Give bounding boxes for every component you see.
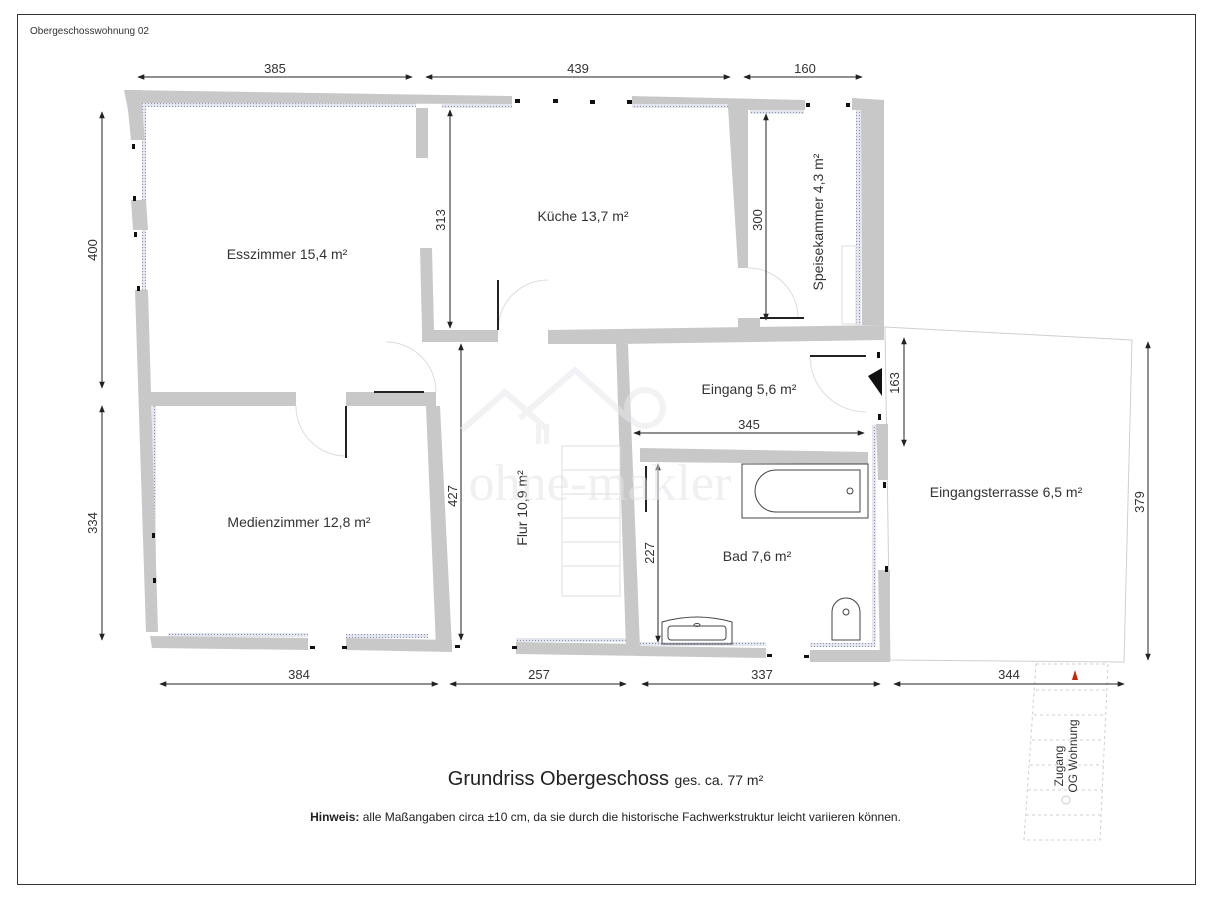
- dim-top-385: 385: [264, 61, 286, 76]
- dim-kueche-313: 313: [433, 209, 448, 231]
- windows: [132, 99, 888, 658]
- plan-note: Hinweis: alle Maßangaben circa ±10 cm, d…: [0, 810, 1211, 824]
- note-text: alle Maßangaben circa ±10 cm, da sie dur…: [359, 810, 901, 824]
- dim-bottom-337: 337: [751, 667, 773, 682]
- caption-total-area: ges. ca. 77 m²: [674, 772, 764, 788]
- dim-flur-427: 427: [445, 485, 460, 507]
- washbasin-icon: [661, 616, 733, 645]
- room-kueche: Küche 13,7 m²: [537, 208, 628, 224]
- dim-top-160: 160: [794, 61, 816, 76]
- dim-terrasse-379: 379: [1132, 491, 1147, 513]
- access-marker-icon: [1072, 670, 1078, 680]
- watermark-logo: ohne-makler: [460, 365, 732, 512]
- room-bad: Bad 7,6 m²: [723, 548, 792, 564]
- note-label: Hinweis:: [310, 810, 360, 824]
- pantry-shelf: [841, 245, 857, 325]
- doors: [295, 267, 867, 457]
- dim-bottom-344: 344: [998, 667, 1020, 682]
- page-frame: [17, 14, 1196, 885]
- walls: [124, 90, 890, 662]
- room-eingangsterrasse: Eingangsterrasse 6,5 m²: [930, 484, 1083, 500]
- room-esszimmer: Esszimmer 15,4 m²: [227, 246, 348, 262]
- bathtub-icon: [741, 463, 869, 519]
- document-title: Obergeschosswohnung 02: [30, 26, 149, 37]
- entry-arrow-icon: [868, 368, 882, 396]
- dim-bottom-384: 384: [288, 667, 310, 682]
- room-speisekammer: Speisekammer 4,3 m²: [810, 153, 826, 290]
- dim-eingang-width: 345: [738, 417, 760, 432]
- dimension-lines: [99, 74, 1151, 687]
- dim-top-439: 439: [567, 61, 589, 76]
- access-stairs: [1023, 663, 1109, 841]
- plan-caption: Grundriss Obergeschoss ges. ca. 77 m²: [0, 768, 1211, 791]
- svg-text:ohne-makler: ohne-makler: [469, 455, 732, 512]
- room-flur: Flur 10,9 m²: [514, 470, 530, 546]
- toilet-icon: [831, 597, 861, 641]
- room-eingang: Eingang 5,6 m²: [702, 381, 797, 397]
- access-label-line2: OG Wohnung: [1066, 719, 1080, 792]
- dim-eingang-163: 163: [887, 372, 902, 394]
- dim-left-334: 334: [85, 512, 100, 534]
- terrace-outline: [884, 326, 1133, 663]
- dim-speisekammer-300: 300: [750, 209, 765, 231]
- dim-bad-227: 227: [642, 542, 657, 564]
- interior-stairs: [561, 445, 621, 597]
- room-medienzimmer: Medienzimmer 12,8 m²: [227, 514, 370, 530]
- dim-bottom-257: 257: [528, 667, 550, 682]
- dim-left-400: 400: [85, 239, 100, 261]
- access-point-icon: [1061, 795, 1071, 805]
- access-label-line1: Zugang: [1052, 746, 1066, 787]
- caption-main: Grundriss Obergeschoss: [447, 768, 669, 790]
